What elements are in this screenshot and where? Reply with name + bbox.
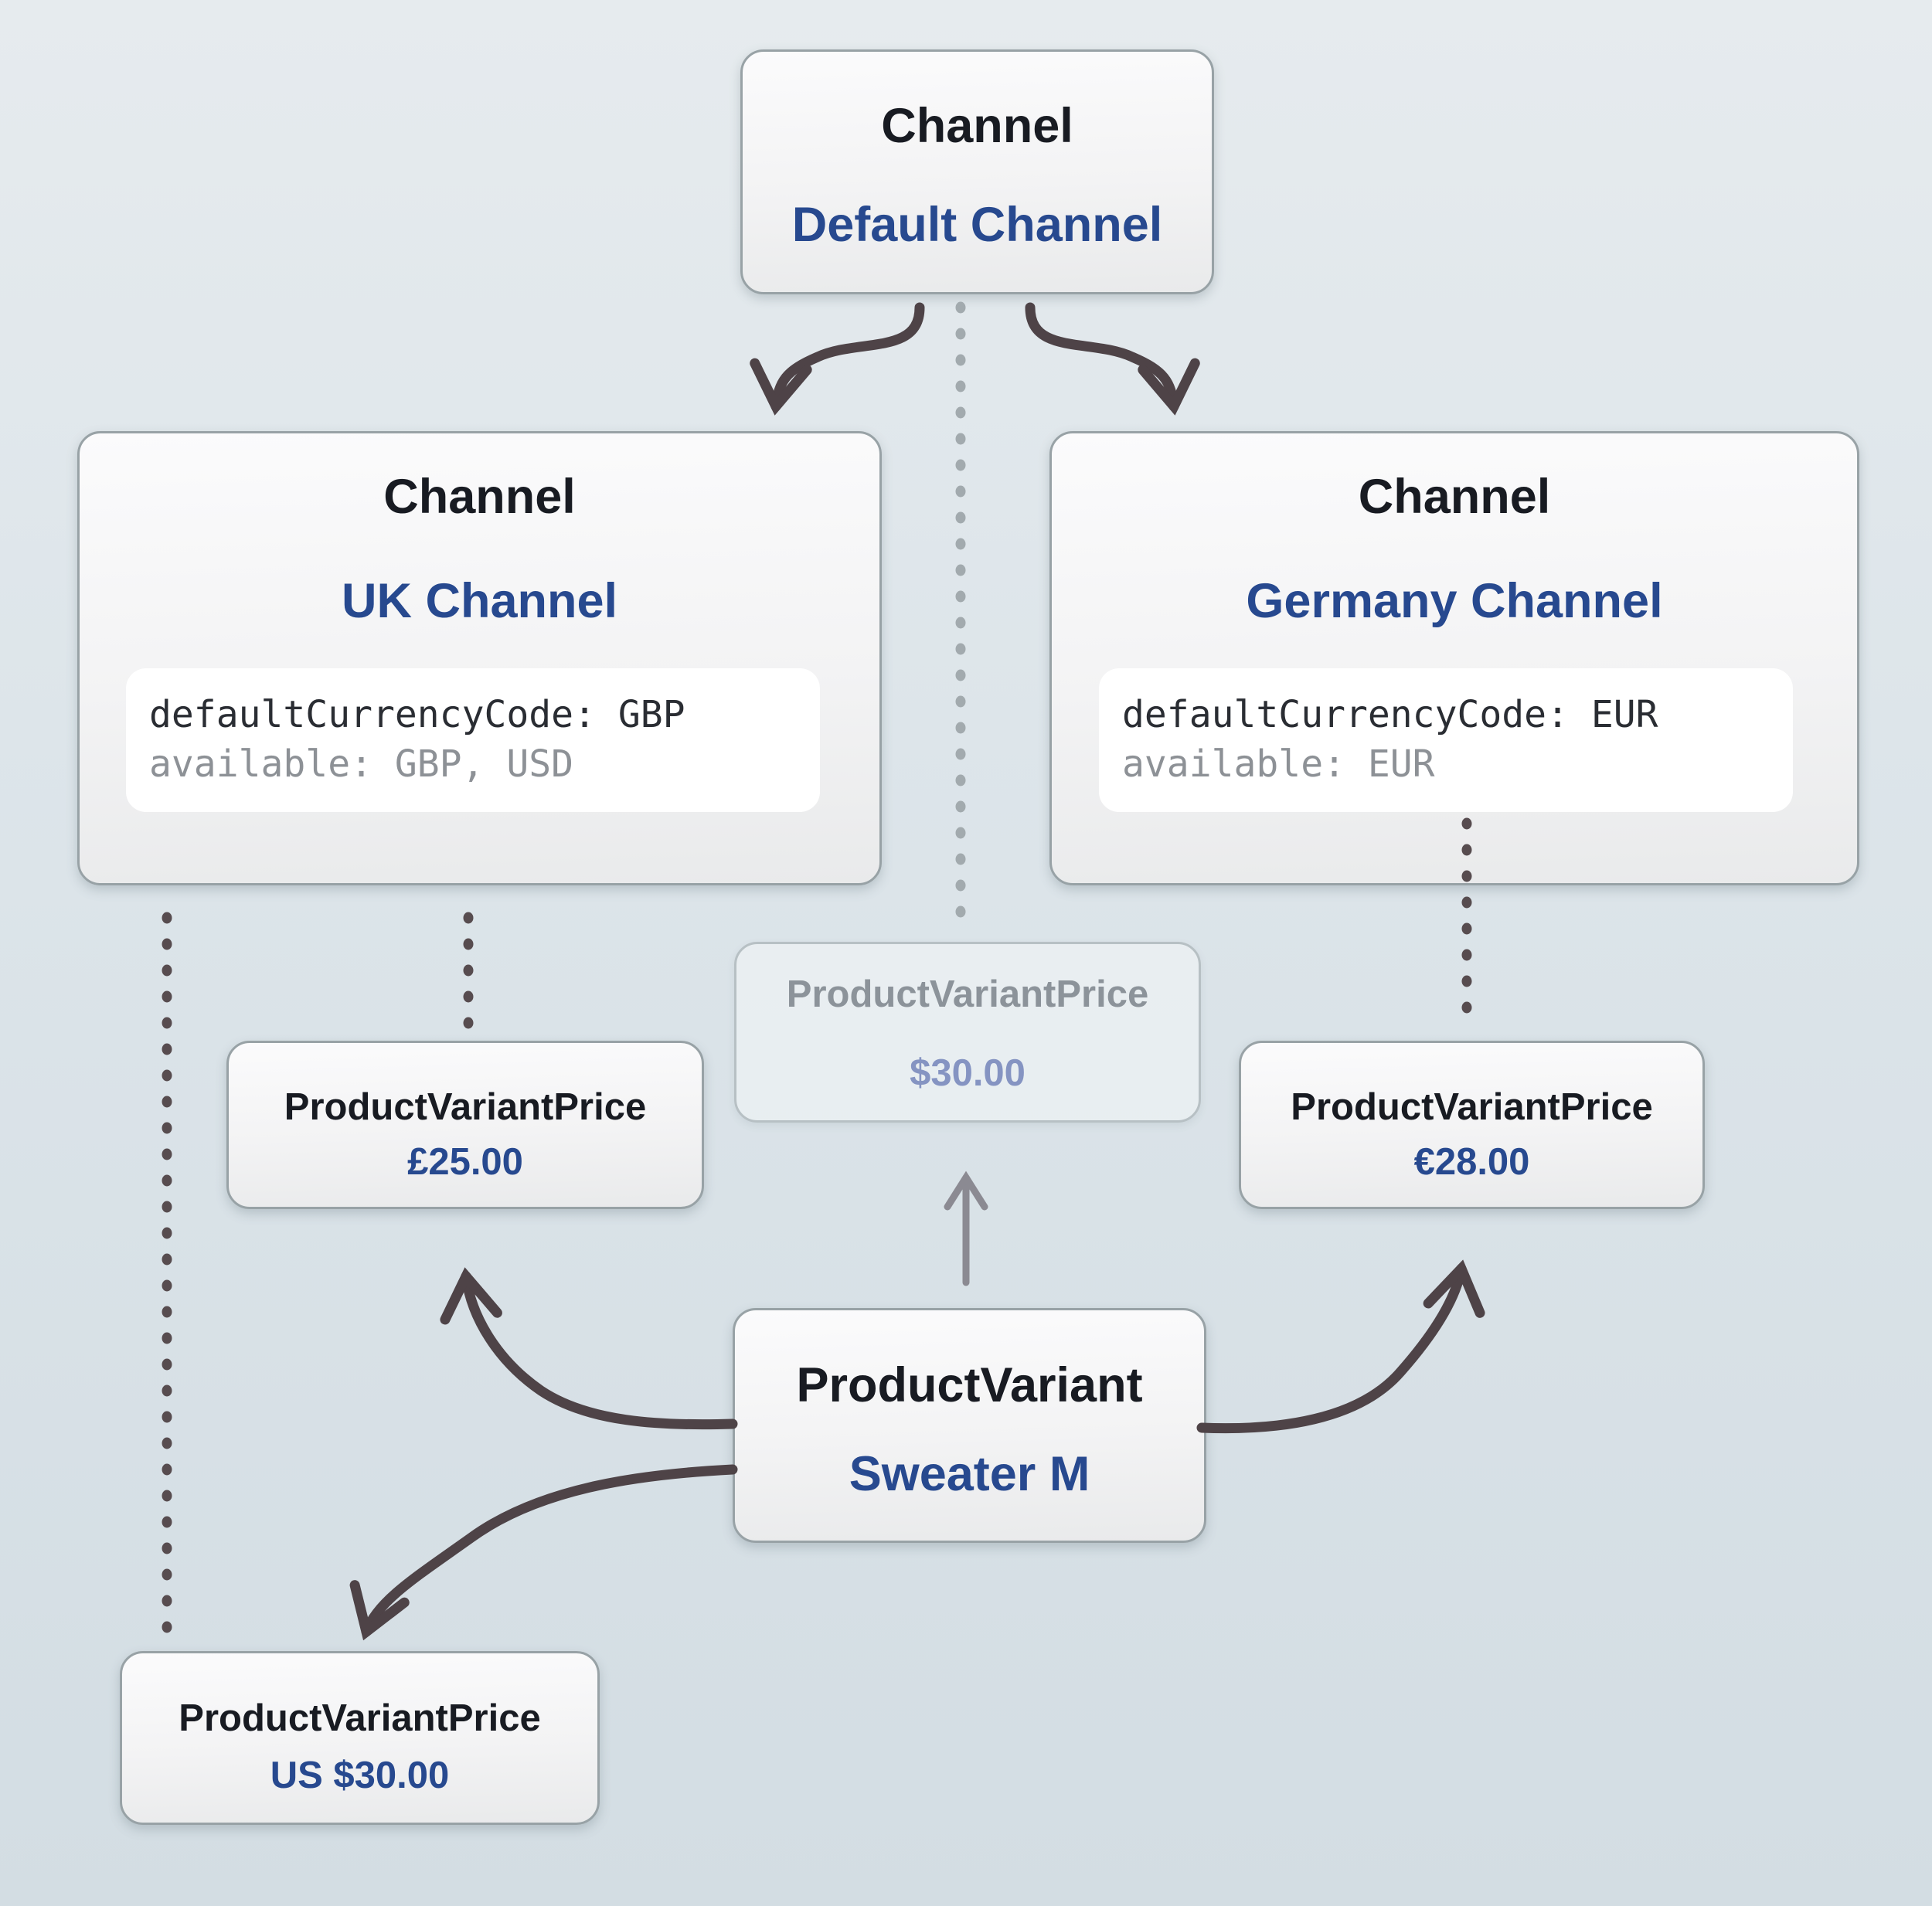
price-value: US $30.00 <box>270 1755 450 1796</box>
price-value: €28.00 <box>1413 1141 1530 1183</box>
entity-label: Channel <box>881 99 1073 153</box>
attr-available-currencies: available: EUR <box>1122 742 1435 786</box>
edge-variant-to-germany-price-arrow <box>1196 1259 1485 1434</box>
node-title: Germany Channel <box>1246 574 1663 628</box>
node-title: Sweater M <box>849 1447 1090 1501</box>
edge-default-to-germany-arrow <box>1025 302 1200 416</box>
attributes-box: defaultCurrencyCode: EUR available: EUR <box>1099 668 1793 812</box>
attributes-box: defaultCurrencyCode: GBP available: GBP,… <box>126 668 820 812</box>
node-title: UK Channel <box>341 574 618 628</box>
node-germany-price: ProductVariantPrice €28.00 <box>1239 1041 1705 1209</box>
entity-label: Channel <box>383 470 576 524</box>
node-title: Default Channel <box>791 198 1163 252</box>
entity-label: Channel <box>1358 470 1551 524</box>
price-value: £25.00 <box>407 1141 523 1183</box>
entity-label: ProductVariantPrice <box>179 1697 541 1739</box>
node-uk-channel: Channel UK Channel defaultCurrencyCode: … <box>77 431 882 885</box>
entity-label: ProductVariant <box>796 1358 1143 1412</box>
node-default-channel: Channel Default Channel <box>740 49 1214 294</box>
edge-default-to-default-price-dotted <box>955 301 966 918</box>
entity-label: ProductVariantPrice <box>786 973 1149 1015</box>
edge-default-to-uk-arrow <box>750 302 925 416</box>
node-germany-channel: Channel Germany Channel defaultCurrencyC… <box>1049 431 1859 885</box>
edge-variant-to-uk-price-arrow <box>440 1267 738 1430</box>
price-value: $30.00 <box>910 1052 1026 1094</box>
node-product-variant: ProductVariant Sweater M <box>733 1308 1206 1543</box>
node-default-price: ProductVariantPrice $30.00 <box>734 942 1201 1123</box>
edge-uk-to-us-price-dotted <box>162 912 172 1633</box>
node-us-price: ProductVariantPrice US $30.00 <box>120 1651 600 1825</box>
attr-available-currencies: available: GBP, USD <box>149 742 574 786</box>
entity-label: ProductVariantPrice <box>1291 1086 1653 1128</box>
entity-label: ProductVariantPrice <box>284 1086 647 1128</box>
edge-variant-to-us-price-arrow <box>349 1464 738 1641</box>
attr-default-currency: defaultCurrencyCode: GBP <box>149 693 685 736</box>
edge-uk-to-uk-price-dotted <box>463 912 474 1029</box>
node-uk-price: ProductVariantPrice £25.00 <box>226 1041 704 1209</box>
attr-default-currency: defaultCurrencyCode: EUR <box>1122 693 1658 736</box>
